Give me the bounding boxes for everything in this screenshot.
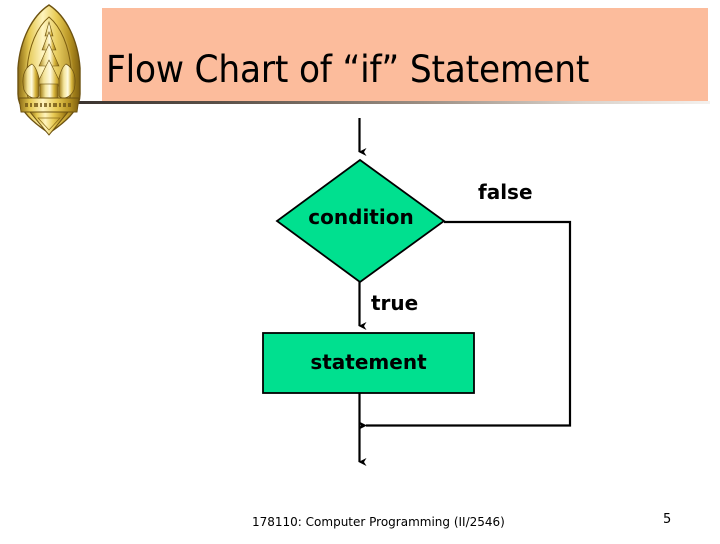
footer-course-label: 178110: Computer Programming (II/2546) xyxy=(252,515,505,529)
page-title: Flow Chart of “if” Statement xyxy=(106,48,590,91)
footer-page-number: 5 xyxy=(663,512,672,527)
header-divider-rule xyxy=(78,101,710,104)
title-banner xyxy=(102,8,708,103)
decision-diamond-shape xyxy=(275,158,446,284)
edge-label-false: false xyxy=(478,180,533,204)
process-rectangle-shape xyxy=(262,332,475,394)
university-emblem-logo xyxy=(8,2,90,136)
edge-false-branch xyxy=(359,220,572,430)
edge-label-true: true xyxy=(371,291,419,315)
